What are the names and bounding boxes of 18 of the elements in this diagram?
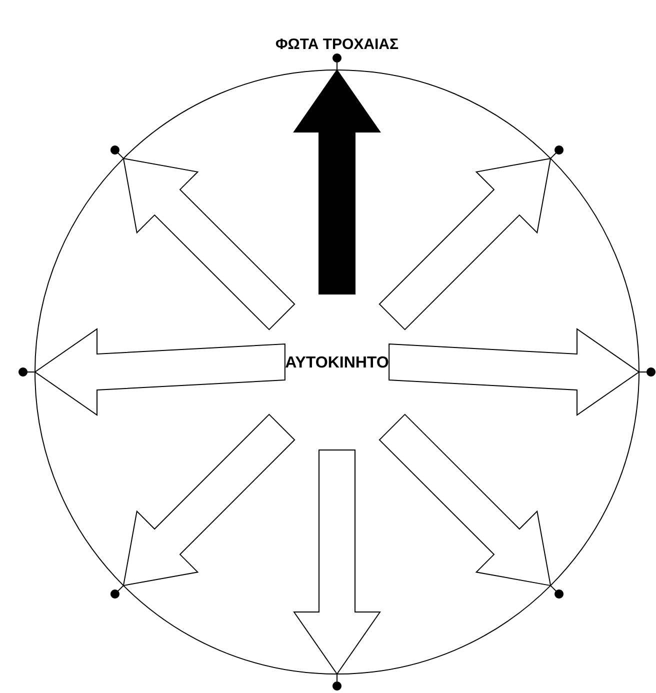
block-arrow [122,158,296,330]
center-label: ΑΥΤΟΚΙΝΗΤΟ [286,356,388,368]
pin [550,585,564,599]
pin [18,368,36,376]
pin [110,585,124,599]
pin [550,145,564,159]
pin [332,54,342,70]
block-arrow [293,69,381,294]
block-arrow [378,158,552,330]
block-arrow [34,328,286,416]
block-arrow [293,450,381,675]
block-arrow [388,328,640,416]
pin [638,368,656,376]
pin [332,674,342,690]
dot-label: ΦΩΤΑ ΤΡΟΧΑΙΑΣ [276,38,398,50]
block-arrow [378,414,552,586]
pin [110,145,124,159]
block-arrow [122,414,296,586]
